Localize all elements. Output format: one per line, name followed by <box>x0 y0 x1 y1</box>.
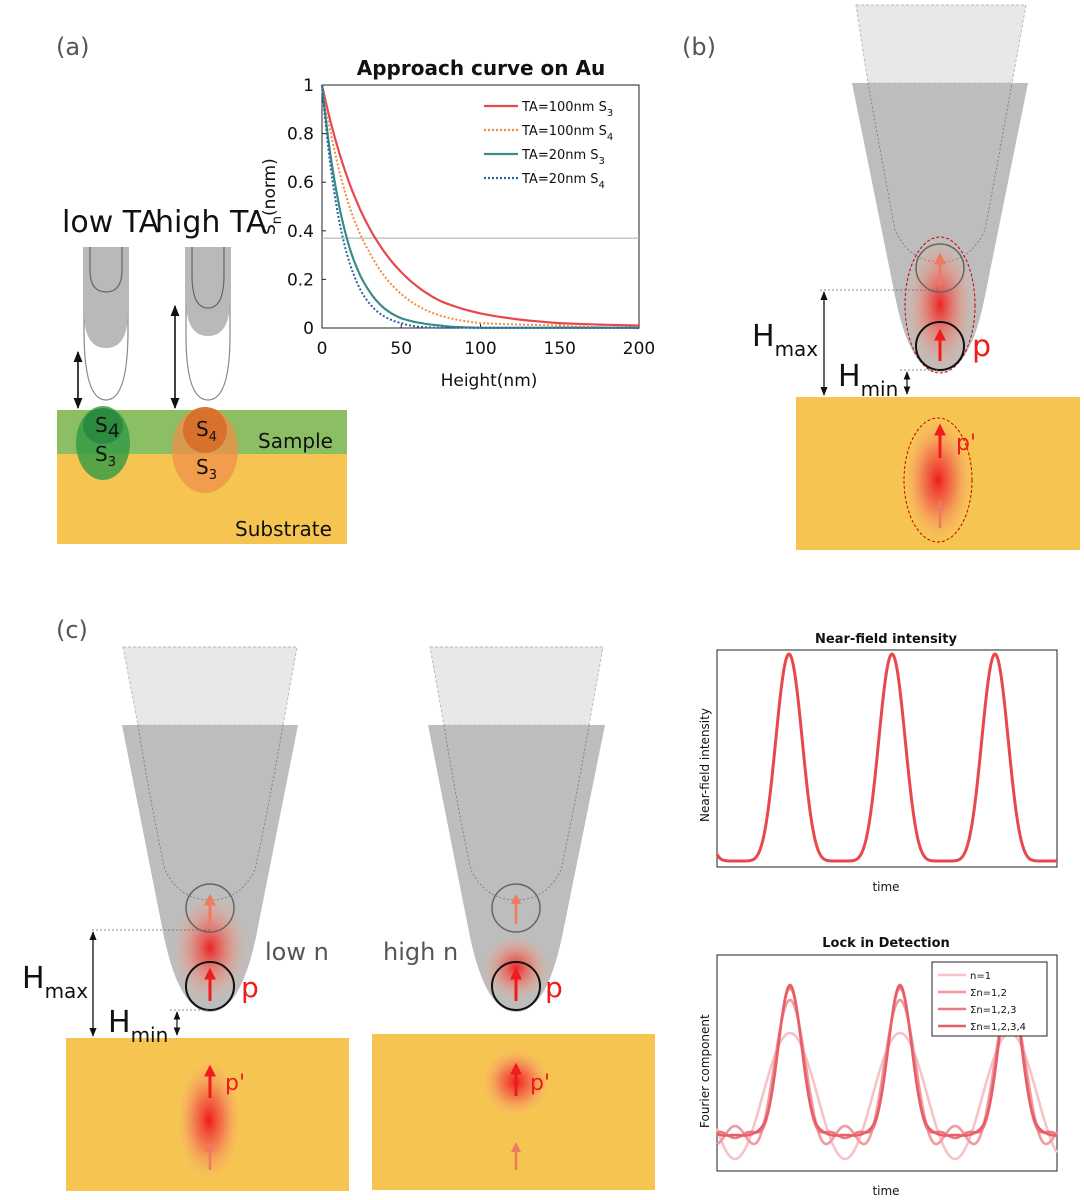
panel-a-schematic: S4 S3 S4 S3 Sample Substrate low TA high… <box>57 205 347 544</box>
nf-x-axis-label: time <box>872 880 899 894</box>
c-low-tip-field-glow <box>172 893 248 1003</box>
c-low-tip-upper-position <box>185 883 235 933</box>
panel-b-label: (b) <box>682 33 716 61</box>
li-x-axis-label: time <box>872 1184 899 1198</box>
approach-x-tick-label: 200 <box>623 339 655 359</box>
approach-x-tick-label: 100 <box>464 339 496 359</box>
approach-curve-chart: Approach curve on Au 0 50 100 150 200 0 0.2 0.4… <box>260 56 655 391</box>
b-tip-field-glow <box>904 236 976 374</box>
approach-x-tick-label: 0 <box>317 339 328 359</box>
b-hmax-label: Hmax <box>752 319 818 361</box>
low-ta-tip <box>83 247 129 401</box>
b-tip-lower-position <box>915 321 965 371</box>
b-tip-upper-position <box>915 243 965 293</box>
approach-y-axis-label: Sn(norm) <box>260 158 285 235</box>
approach-x-axis-label: Height(nm) <box>441 371 538 391</box>
li-legend-entry: Σn=1,2,3 <box>970 1005 1016 1016</box>
c-low-n-label: low n <box>265 938 329 966</box>
li-plot-area <box>716 954 1058 1172</box>
c-hmax-label: Hmax <box>22 961 88 1003</box>
b-tip-holder <box>855 4 1027 84</box>
approach-series-line <box>321 84 640 329</box>
approach-series-line <box>320 84 640 327</box>
c-high-tip-holder <box>429 646 604 726</box>
b-hmin-label: Hmin <box>838 359 898 401</box>
high-ta-s4-label: S4 <box>196 417 217 445</box>
substrate-label: Substrate <box>235 517 332 541</box>
nf-y-axis-label: Near-field intensity <box>698 708 712 822</box>
nf-plot-area <box>716 649 1058 868</box>
high-ta-label: high TA <box>155 205 267 240</box>
near-field-intensity-chart: Near-field intensity time Near-field int… <box>698 632 1058 894</box>
li-legend-entry: Σn=1,2,3,4 <box>970 1022 1026 1033</box>
approach-legend-entry: TA=100nm S4 <box>521 124 613 143</box>
c-hmin-label: Hmin <box>108 1005 168 1047</box>
approach-y-tick-label: 0 <box>303 319 314 339</box>
high-ta-s3-label: S3 <box>196 455 217 483</box>
c-high-tip-upper-position <box>491 883 541 933</box>
li-legend-entry: n=1 <box>970 971 991 982</box>
c-low-tip-holder <box>122 646 298 726</box>
approach-series-line <box>320 84 640 330</box>
panel-b-schematic: p p' Hmax Hmin <box>752 4 1080 550</box>
c-low-p-label: p <box>241 971 259 1004</box>
b-p-label: p <box>972 329 991 364</box>
nf-chart-title: Near-field intensity <box>815 632 957 647</box>
approach-y-tick-label: 0.2 <box>287 270 314 290</box>
b-image-field-glow <box>903 417 973 543</box>
approach-chart-title: Approach curve on Au <box>357 56 605 80</box>
c-low-tip-body <box>122 725 298 1012</box>
c-low-image-field-glow <box>177 1060 241 1180</box>
panel-c-label: (c) <box>56 616 88 644</box>
approach-y-tick-label: 0.4 <box>287 222 314 242</box>
c-low-p-prime-label: p' <box>225 1071 245 1096</box>
lock-in-detection-chart: Lock in Detection n=1Σn=1,2Σn=1,2,3Σn=1,… <box>698 936 1059 1198</box>
li-chart-title: Lock in Detection <box>822 936 950 951</box>
approach-x-tick-label: 150 <box>544 339 576 359</box>
approach-y-tick-label: 0.6 <box>287 173 314 193</box>
low-ta-label: low TA <box>62 205 160 240</box>
li-legend-entry: Σn=1,2 <box>970 988 1007 999</box>
c-high-tip-body <box>428 725 605 1012</box>
b-tip-body <box>852 83 1028 372</box>
c-low-tip-lower-position <box>185 961 235 1011</box>
approach-legend-entry: TA=20nm S3 <box>521 148 605 167</box>
low-ta-s4-label: S4 <box>95 413 120 442</box>
li-y-axis-label: Fourier component <box>698 1014 712 1128</box>
b-p-prime-label: p' <box>956 431 976 456</box>
approach-legend: TA=100nm S3 TA=100nm S4 TA=20nm S3 TA=20nm … <box>484 100 613 191</box>
c-high-p-label: p <box>545 971 563 1004</box>
panel-c-high-n-schematic: p high n p' <box>372 646 655 1190</box>
panel-a-label: (a) <box>56 33 89 61</box>
approach-y-tick-label: 1 <box>303 76 314 96</box>
approach-y-tick-label: 0.8 <box>287 125 314 145</box>
sample-label: Sample <box>258 429 333 453</box>
high-ta-tip <box>185 247 231 401</box>
c-high-tip-lower-position <box>491 961 541 1011</box>
nf-series-line <box>715 652 1057 863</box>
low-ta-s4-volume <box>83 408 123 444</box>
li-legend: n=1Σn=1,2Σn=1,2,3Σn=1,2,3,4 <box>931 961 1048 1037</box>
approach-legend-entry: TA=100nm S3 <box>521 100 613 119</box>
high-ta-s4-volume <box>183 407 227 453</box>
c-high-n-label: high n <box>383 938 458 966</box>
b-tip-inner-contour <box>867 82 1013 263</box>
panel-c-low-n-schematic: p low n p' Hmax Hmin <box>22 646 349 1191</box>
approach-legend-entry: TA=20nm S4 <box>521 172 605 191</box>
c-high-p-prime-label: p' <box>530 1071 550 1096</box>
approach-x-tick-label: 50 <box>390 339 412 359</box>
low-ta-s3-label: S3 <box>95 442 116 470</box>
